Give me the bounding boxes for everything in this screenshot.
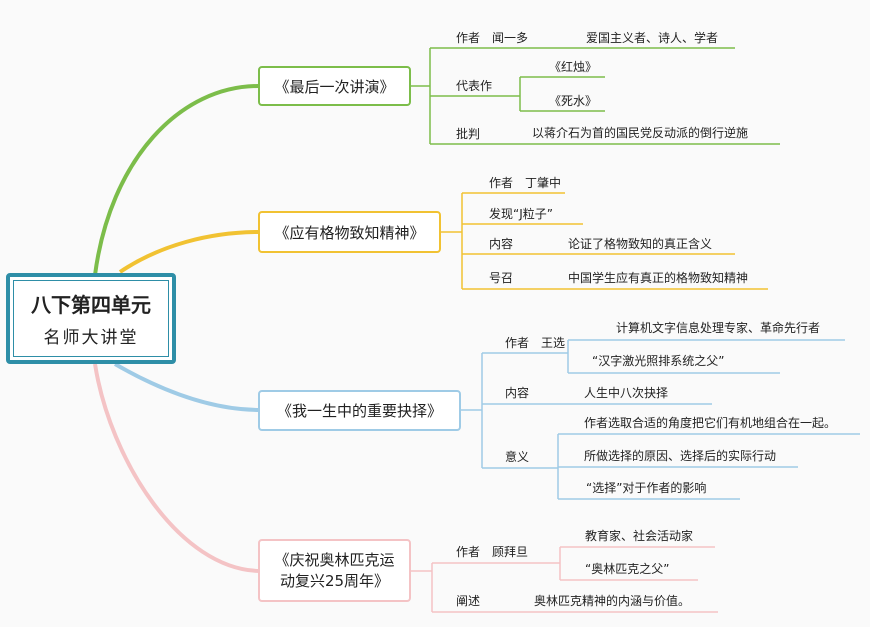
branch4-title-line2: 动复兴25周年》: [279, 571, 390, 590]
branch1-work-1: 《红烛》: [549, 60, 598, 74]
branch4-title-line1: 《庆祝奥林匹克运: [274, 550, 395, 569]
branch1-topic[interactable]: 《最后一次讲演》: [258, 66, 411, 106]
branch4-lines: [410, 546, 718, 613]
link-root-branch1: [93, 83, 261, 276]
branch3-meaning-label: 意义: [505, 450, 530, 464]
branch3-title: 《我一生中的重要抉择》: [276, 402, 442, 420]
root-inner-border: [13, 280, 169, 357]
branch2-title: 《应有格物致知精神》: [274, 223, 425, 242]
root-node: 八下第四单元 名师大讲堂: [6, 273, 176, 364]
root-subtitle: 名师大讲堂: [43, 328, 139, 348]
branch3-meaning-detail-3: “选择”对于作者的影响: [586, 481, 707, 495]
branch4-elaborate-detail: 奥林匹克精神的内涵与价值。: [534, 594, 691, 608]
branch3-topic[interactable]: 《我一生中的重要抉择》: [258, 390, 461, 431]
branch1-works-label: 代表作: [456, 79, 493, 93]
branch3-author-label: 作者 王选: [505, 336, 566, 350]
branch1-critique-label: 批判: [456, 127, 481, 141]
root-title: 八下第四单元: [31, 293, 151, 317]
branch4-topic[interactable]: 《庆祝奥林匹克运 动复兴25周年》: [258, 539, 411, 602]
branch2-lines: [440, 192, 768, 290]
branch2-discovery-label: 发现“J粒子”: [489, 207, 553, 221]
branch3-lines: [460, 339, 860, 500]
branch4-author-detail-1: 教育家、社会活动家: [585, 529, 694, 543]
branch3-content-detail: 人生中八次抉择: [584, 386, 669, 400]
branch1-author-detail: 爱国主义者、诗人、学者: [586, 31, 719, 45]
branch1-author-label: 作者 闻一多: [456, 31, 529, 45]
branch2-content-label: 内容: [489, 237, 514, 251]
branch1-work-2: 《死水》: [549, 94, 598, 108]
link-root-branch2: [118, 230, 261, 274]
branch1-title: 《最后一次讲演》: [274, 77, 395, 96]
branch2-author-label: 作者 丁肇中: [489, 176, 562, 190]
branch3-meaning-detail-2: 所做选择的原因、选择后的实际行动: [584, 449, 777, 463]
branch2-call-detail: 中国学生应有真正的格物致知精神: [568, 271, 749, 285]
branch1-critique-detail: 以蒋介石为首的国民党反动派的倒行逆施: [532, 126, 749, 140]
link-root-branch3: [113, 362, 261, 412]
branch2-call-label: 号召: [489, 271, 514, 285]
branch4-author-label: 作者 顾拜旦: [456, 545, 529, 559]
branch3-author-detail-2: “汉字激光照排系统之父”: [592, 354, 725, 368]
link-root-branch4: [93, 363, 261, 573]
branch3-author-detail-1: 计算机文字信息处理专家、革命先行者: [616, 321, 821, 335]
branch4-author-detail-2: “奥林匹克之父”: [585, 562, 670, 576]
branch3-meaning-detail-1: 作者选取合适的角度把它们有机地组合在一起。: [584, 416, 837, 430]
branch3-content-label: 内容: [505, 386, 530, 400]
branch2-topic[interactable]: 《应有格物致知精神》: [258, 211, 441, 253]
branch2-content-detail: 论证了格物致知的真正含义: [568, 237, 713, 251]
branch1-lines: [410, 47, 780, 145]
branch4-elaborate-label: 阐述: [456, 594, 481, 608]
